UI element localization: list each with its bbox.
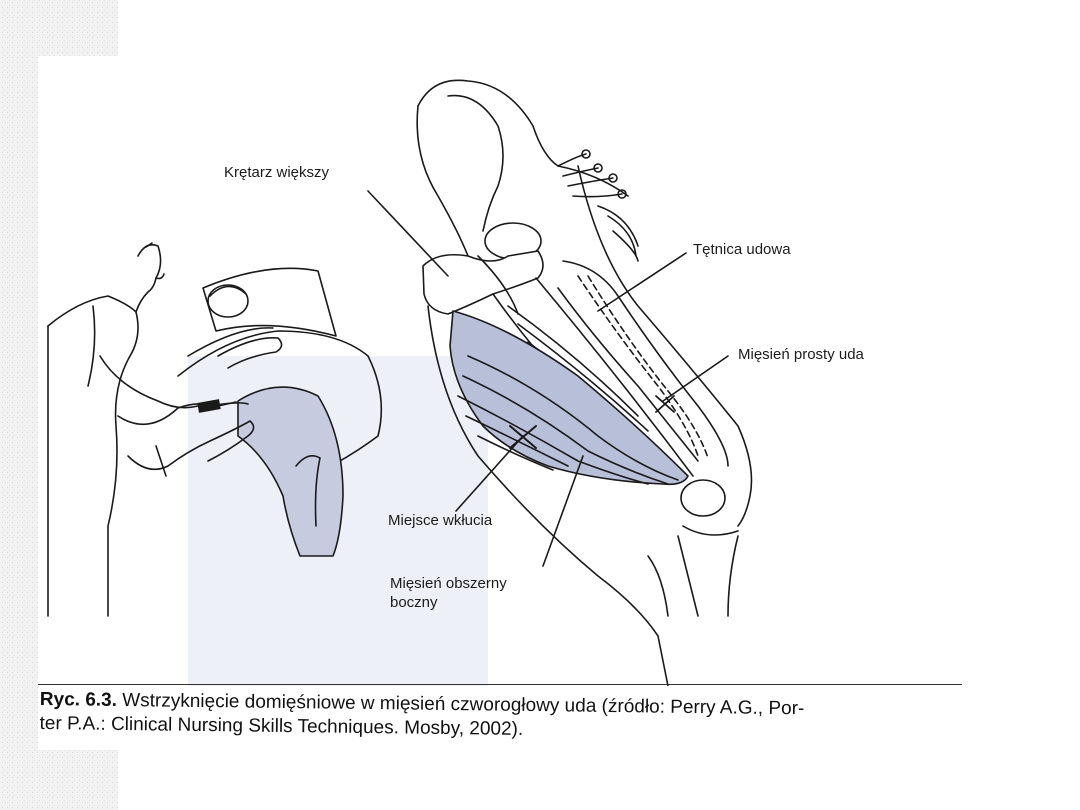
nurse-and-patient-drawing <box>47 242 488 686</box>
label-vastus-lateralis-line1: Mięsień obszerny <box>390 575 507 592</box>
figure-scan: Krętarz większy Tętnica udowa Mięsień pr… <box>38 56 962 750</box>
label-rectus-femoris: Mięsień prosty uda <box>738 346 864 363</box>
figure-number: Ryc. 6.3. <box>39 688 118 711</box>
label-greater-trochanter: Krętarz większy <box>224 164 330 181</box>
anatomy-illustration <box>47 79 753 686</box>
label-injection-site: Miejsce wkłucia <box>388 512 493 529</box>
caption-divider <box>38 684 962 685</box>
label-femoral-artery: Tętnica udowa <box>693 241 791 258</box>
figure-caption: Ryc. 6.3. Wstrzyknięcie domięśniowe w mi… <box>39 688 952 747</box>
callout-leader-lines <box>367 190 729 567</box>
caption-line-2: ter P.A.: Clinical Nursing Skills Techni… <box>39 712 524 740</box>
label-vastus-lateralis-line2: boczny <box>390 594 438 611</box>
